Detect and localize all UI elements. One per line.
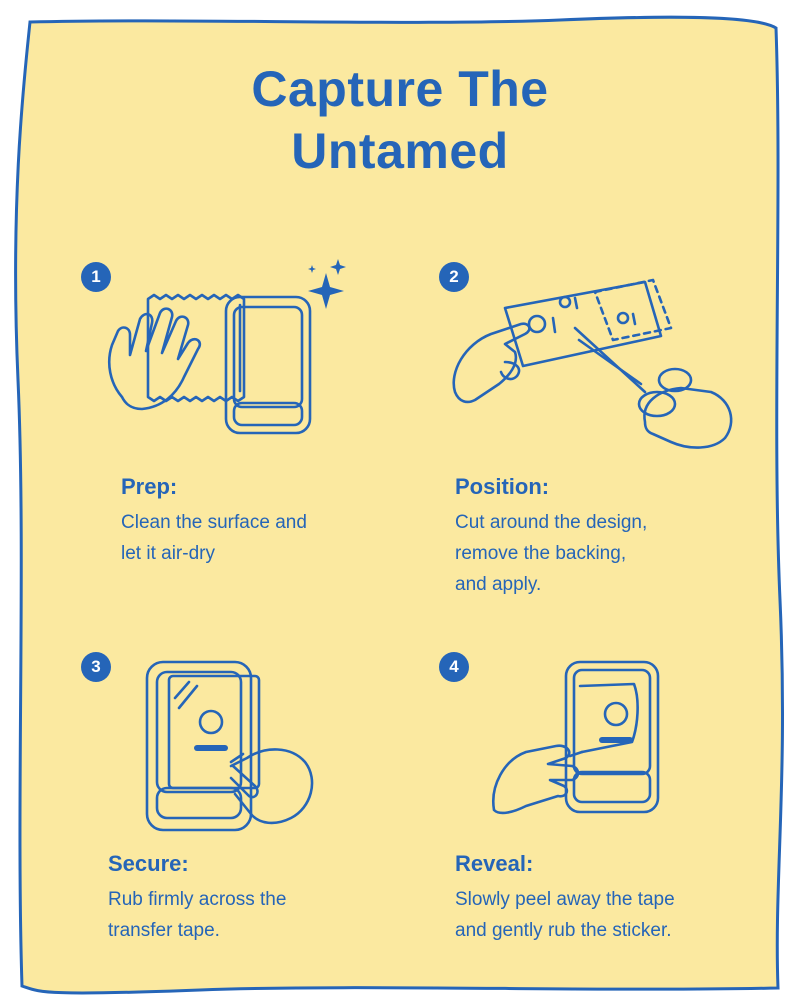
step-3-badge: 3 xyxy=(81,652,111,682)
step-2-description: Cut around the design, remove the backin… xyxy=(455,507,755,600)
step-1-desc-line-1: Clean the surface and xyxy=(121,512,307,533)
step-4-badge: 4 xyxy=(439,652,469,682)
step-3-description: Rub firmly across the transfer tape. xyxy=(108,884,408,946)
position-cut-illustration xyxy=(452,278,733,449)
title-line-2: Untamed xyxy=(291,123,509,179)
step-1-desc-line-2: let it air-dry xyxy=(121,543,215,564)
step-4-desc-line-2: and gently rub the sticker. xyxy=(455,920,672,941)
step-2-desc-line-2: remove the backing, xyxy=(455,543,627,564)
title-line-1: Capture The xyxy=(251,61,549,117)
step-4-description: Slowly peel away the tape and gently rub… xyxy=(455,884,755,946)
step-2-desc-line-1: Cut around the design, xyxy=(455,512,648,533)
step-4-desc-line-1: Slowly peel away the tape xyxy=(455,889,675,910)
step-1-title: Prep: xyxy=(121,474,178,499)
step-1-badge: 1 xyxy=(81,262,111,292)
step-2-desc-line-3: and apply. xyxy=(455,574,542,595)
step-1-description: Clean the surface and let it air-dry xyxy=(121,507,421,569)
reveal-peel-illustration xyxy=(492,660,660,815)
step-4-title: Reveal: xyxy=(455,851,534,876)
step-2-badge: 2 xyxy=(439,262,469,292)
sparkle-icon xyxy=(308,273,344,309)
page-title: Capture The Untamed xyxy=(0,58,800,182)
step-2-title: Position: xyxy=(455,474,550,499)
secure-rub-illustration xyxy=(145,660,314,832)
step-3-title: Secure: xyxy=(108,851,189,876)
step-3-desc-line-1: Rub firmly across the xyxy=(108,889,287,910)
step-3-desc-line-2: transfer tape. xyxy=(108,920,220,941)
prep-wipe-illustration xyxy=(108,259,346,435)
